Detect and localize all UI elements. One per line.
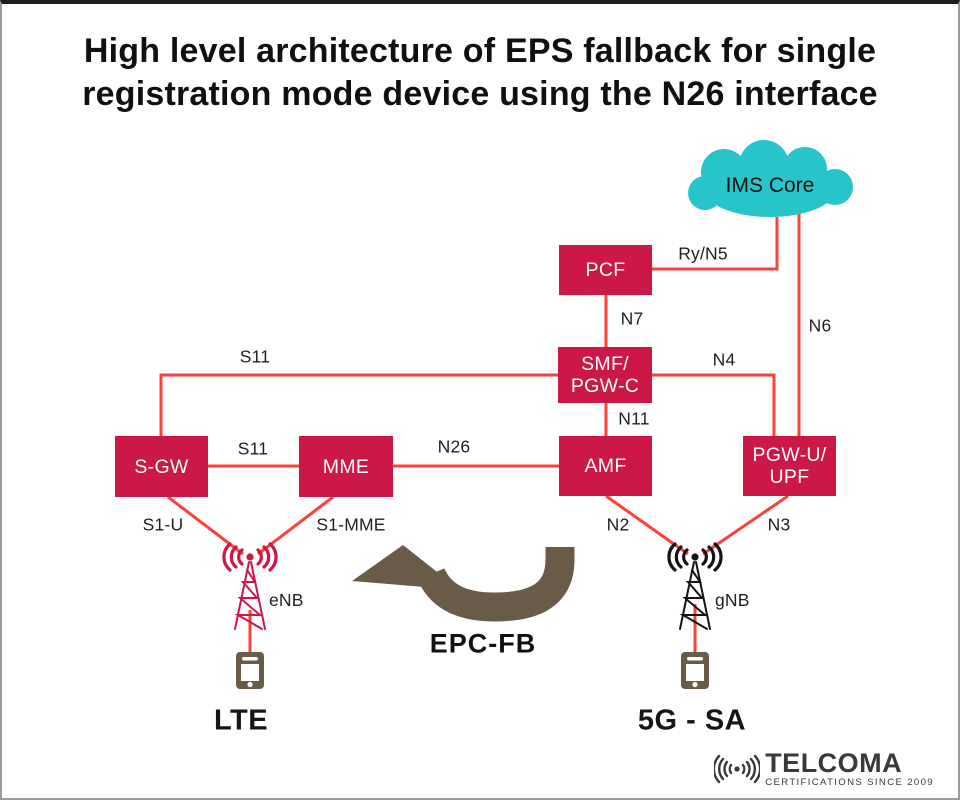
node-smf-pgwc-label: SMF/ — [581, 353, 629, 375]
link-label-s1-mme: S1-MME — [316, 514, 386, 535]
link-label-n7: N7 — [620, 308, 644, 329]
link-label-n2: N2 — [606, 514, 630, 535]
node-mme-label: MME — [322, 455, 370, 478]
enb-tower-icon — [222, 542, 278, 630]
enb-label: eNB — [269, 590, 304, 610]
node-pcf: PCF — [559, 245, 652, 295]
link-label-n4: N4 — [712, 349, 736, 370]
link-label-s11-long: S11 — [239, 346, 271, 367]
ims-core-label: IMS Core — [725, 174, 815, 197]
connector-lines — [159, 214, 801, 654]
node-amf-label: AMF — [584, 455, 627, 477]
node-amf: AMF — [559, 436, 652, 496]
telcoma-signal-icon — [714, 754, 761, 784]
page-title-line2: registration mode device using the N26 i… — [82, 75, 878, 113]
gnb-label: gNB — [715, 590, 750, 610]
node-pgwu-upf: PGW-U/ UPF — [743, 436, 836, 496]
node-smf-pgwc: SMF/ PGW-C — [558, 347, 652, 403]
telcoma-logo: TELCOMA CERTIFICATIONS SINCE 2009 — [714, 749, 934, 789]
epc-fb-arrow-icon — [352, 545, 575, 622]
telcoma-brand: TELCOMA — [765, 748, 903, 778]
node-sgw: S-GW — [115, 436, 208, 497]
gnb-tower-icon — [667, 542, 723, 630]
diagram-artwork — [159, 140, 853, 689]
link-label-ry-n5: Ry/N5 — [678, 243, 728, 264]
ims-core-cloud — [688, 140, 853, 217]
link-label-n26: N26 — [437, 436, 471, 457]
telcoma-tagline: CERTIFICATIONS SINCE 2009 — [765, 777, 934, 788]
lte-phone-icon — [236, 652, 264, 689]
node-pgwu-upf-label: PGW-U/ — [752, 444, 827, 466]
link-ry-n5-line — [652, 217, 779, 271]
lte-label: LTE — [213, 704, 269, 737]
node-mme: MME — [299, 436, 393, 497]
telcoma-logo-text: TELCOMA CERTIFICATIONS SINCE 2009 — [765, 748, 934, 789]
5g-phone-icon — [681, 652, 709, 689]
link-label-n3: N3 — [767, 514, 791, 535]
link-label-s1-u: S1-U — [142, 514, 184, 535]
link-n4-line — [652, 373, 776, 436]
page-title: High level architecture of EPS fallback … — [2, 30, 958, 116]
link-label-n11: N11 — [618, 408, 650, 429]
node-pcf-label: PCF — [585, 259, 626, 281]
link-label-s11: S11 — [237, 438, 269, 459]
page-title-line1: High level architecture of EPS fallback … — [83, 32, 877, 70]
link-label-n6: N6 — [808, 315, 832, 336]
link-s11-long-line — [159, 373, 558, 436]
node-pgwu-upf-label2: UPF — [769, 466, 810, 488]
5g-sa-label: 5G - SA — [637, 704, 747, 737]
epc-fb-label: EPC-FB — [429, 628, 537, 659]
node-smf-pgwc-label2: PGW-C — [570, 375, 640, 397]
node-sgw-label: S-GW — [134, 455, 189, 478]
